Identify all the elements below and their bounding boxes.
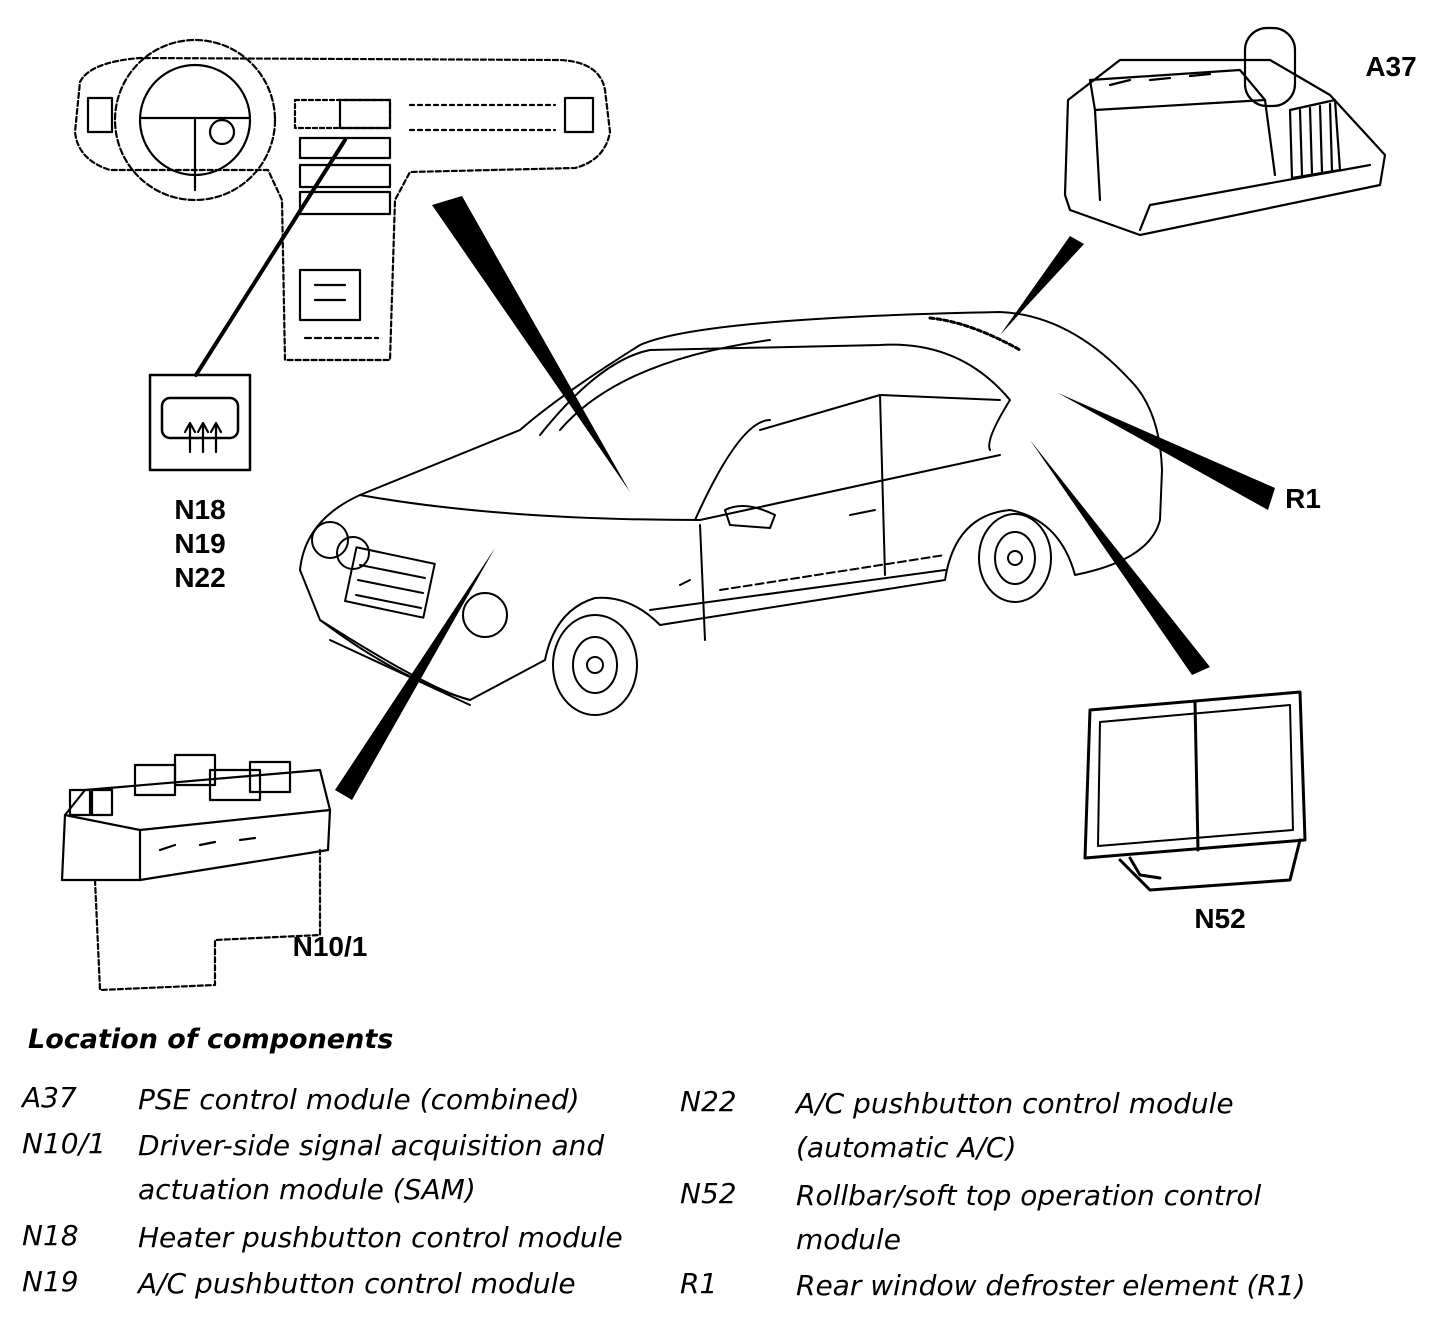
- n10-1-sam-module-illustration: [60, 753, 332, 992]
- legend-code: N52: [680, 1177, 737, 1210]
- dashboard-illustration: [73, 38, 612, 362]
- callout-a37: A37: [1365, 51, 1417, 82]
- legend-description: A/C pushbutton control module: [138, 1267, 576, 1300]
- legend-code: N22: [680, 1085, 737, 1118]
- legend-description: Rear window defroster element (R1): [796, 1269, 1306, 1302]
- legend-code: N19: [22, 1265, 79, 1298]
- legend-code: R1: [680, 1267, 718, 1300]
- legend-description: actuation module (SAM): [138, 1173, 476, 1206]
- legend-code: N10/1: [22, 1127, 106, 1160]
- callout-n22: N22: [174, 562, 226, 593]
- component-location-diagram: [60, 26, 1387, 992]
- legend-description: Driver-side signal acquisition and: [138, 1129, 605, 1162]
- legend-title: Location of components: [28, 1024, 394, 1055]
- legend-description: module: [796, 1223, 901, 1256]
- legend-description: (automatic A/C): [796, 1131, 1017, 1164]
- callout-n19: N19: [174, 528, 226, 559]
- legend-description: Heater pushbutton control module: [138, 1221, 623, 1254]
- legend: Location of components A37 PSE control m…: [0, 1018, 1456, 1338]
- callout-n10-1: N10/1: [292, 931, 368, 962]
- legend-code: N18: [22, 1219, 79, 1252]
- legend-description: PSE control module (combined): [138, 1083, 580, 1116]
- legend-code: A37: [22, 1081, 77, 1114]
- a37-pse-module-illustration: [1063, 26, 1387, 237]
- leader-lines: [194, 138, 1275, 800]
- callout-r1: R1: [1285, 483, 1321, 514]
- n18-switch-illustration: [148, 373, 252, 472]
- callout-n52: N52: [1194, 903, 1246, 934]
- car-illustration: [299, 311, 1163, 716]
- legend-description: Rollbar/soft top operation control: [796, 1179, 1262, 1212]
- callout-n18: N18: [174, 494, 226, 525]
- legend-description: A/C pushbutton control module: [796, 1087, 1234, 1120]
- n52-control-module-illustration: [1083, 690, 1307, 892]
